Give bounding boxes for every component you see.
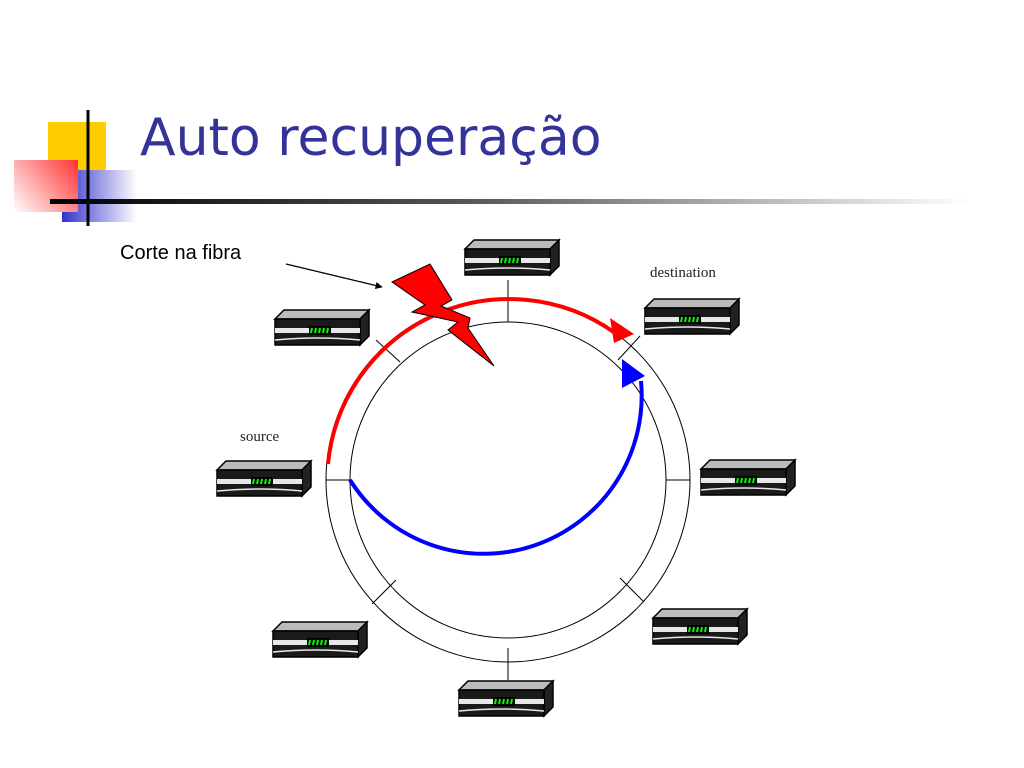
node-bottom (458, 680, 554, 717)
slide-title: Auto recuperação (140, 108, 602, 168)
node-top-left (274, 309, 370, 346)
fiber-cut-label: Corte na fibra (120, 242, 242, 264)
node-connectors (326, 280, 690, 680)
node-top (464, 239, 560, 276)
cut-pointer-arrow (285, 263, 383, 289)
node-left-source (216, 460, 312, 497)
title-decoration (14, 110, 970, 226)
title-underline (50, 199, 970, 204)
destination-label: destination (650, 265, 716, 281)
node-bottom-right (652, 608, 748, 645)
backup-path-arrowhead (622, 359, 645, 388)
source-label: source (240, 429, 279, 445)
node-right (700, 459, 796, 496)
node-bottom-left (272, 621, 368, 658)
primary-path-red (326, 297, 617, 465)
primary-path-arrowhead (610, 318, 634, 343)
backup-path-blue (348, 380, 644, 556)
node-top-right-destination (644, 298, 740, 335)
fiber-cut-lightning-icon (391, 263, 495, 367)
